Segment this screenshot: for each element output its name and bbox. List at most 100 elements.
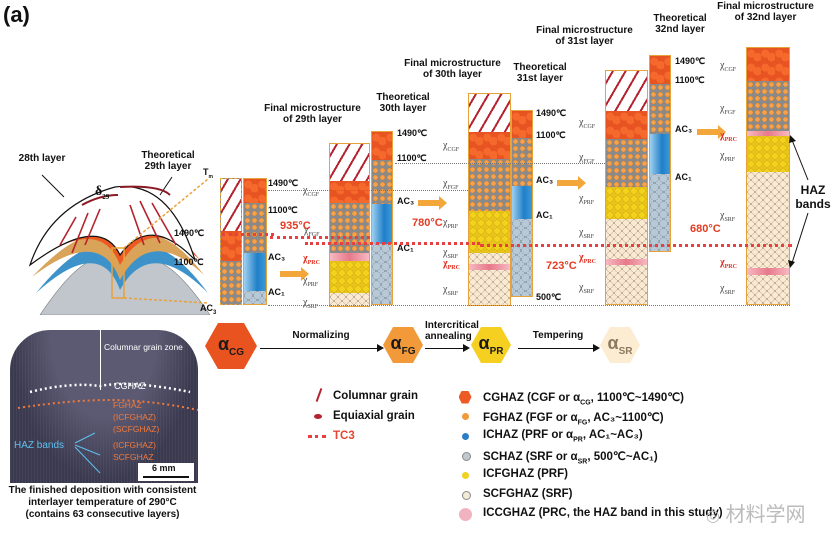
- bead-schematic: [28, 174, 211, 315]
- legend-right-label: SCHAZ (SRF or αSR, 500℃~AC₁): [483, 450, 658, 465]
- column-theoretical-31: [511, 110, 533, 297]
- column-final-30: [468, 93, 511, 306]
- f32-chi-prc2: χPRC: [720, 257, 737, 270]
- flow-step-label: Intercritical annealing: [425, 320, 479, 342]
- f31-chi-fgf: χFGF: [579, 152, 595, 165]
- flow-node-fg: αFG: [383, 327, 423, 363]
- f31-chi-srf2: χSRF: [579, 282, 595, 295]
- t30-1490: 1490℃: [397, 128, 428, 138]
- micro-haz-bands: HAZ bands: [14, 440, 65, 451]
- micro-cghaz: CGHAZ: [114, 381, 146, 391]
- f31-chi-srf: χSRF: [579, 227, 595, 240]
- f29-chi-cgf: χCGF: [303, 185, 320, 198]
- legend-right-label: ICCGHAZ (PRC, the HAZ band in this study…: [483, 507, 723, 519]
- title-final-30: Final microstructure of 30th layer: [404, 58, 501, 80]
- t32-1100: 1100℃: [675, 75, 705, 85]
- micrograph-caption: The finished deposition with consistent …: [8, 485, 197, 520]
- label-theoretical-29th-layer: Theoretical 29th layer: [141, 150, 195, 172]
- column-final-31: [605, 70, 648, 305]
- f32-chi-prc: χPRC: [720, 130, 737, 143]
- t31-ac3: AC₃: [536, 175, 554, 185]
- column-28th-zoom: [220, 178, 242, 305]
- f32-chi-srf: χSRF: [720, 210, 736, 223]
- arrow-to-final32: [697, 125, 726, 139]
- micro-columnar: Columnar grain zone: [104, 342, 183, 352]
- t31-ac1: AC₁: [536, 210, 553, 220]
- micro-fghaz: FGHAZ: [113, 400, 142, 410]
- f30-chi-prc: χPRC: [443, 258, 460, 271]
- col1-ac1: AC₁: [268, 287, 285, 297]
- f29-chi-prf: χPRF: [303, 275, 319, 288]
- haz-bands-arrows: [788, 135, 809, 268]
- f30-chi-cgf: χCGF: [443, 140, 460, 153]
- peak-723: 723°C: [546, 260, 577, 272]
- t30-ac3: AC₃: [397, 196, 415, 206]
- columnar-arrow: [100, 330, 101, 390]
- f29-chi-prc: χPRC: [303, 253, 320, 266]
- equiaxial-grain-icon: [314, 414, 322, 419]
- title-final-29: Final microstructure of 29th layer: [264, 103, 361, 125]
- ac3-bottom-label: AC3: [200, 303, 217, 316]
- t30-ac1: AC₁: [397, 243, 414, 253]
- columnar-grain-icon: [315, 388, 323, 402]
- f30-chi-srf: χSRF: [443, 247, 459, 260]
- peak-935: 935°C: [280, 220, 311, 232]
- t31-1100: 1100℃: [536, 130, 566, 140]
- title-theoretical-30: Theoretical 30th layer: [376, 92, 430, 114]
- haz-bands-label: HAZ bands: [795, 183, 831, 211]
- f30-chi-fgf: χFGF: [443, 178, 459, 191]
- legend-right-label: SCFGHAZ (SRF): [483, 487, 573, 500]
- legend-right-label: FGHAZ (FGF or αFG, AC₃~1100℃): [483, 411, 664, 426]
- column-theoretical-32: [649, 55, 671, 252]
- f32-chi-cgf: χCGF: [720, 60, 737, 73]
- ref-line-b: [395, 163, 605, 164]
- delta-symbol: δ29: [95, 184, 110, 201]
- arrow-to-final30: [418, 196, 447, 210]
- f31-chi-prf: χPRF: [579, 193, 595, 206]
- f32-chi-prf: χPRF: [720, 150, 736, 163]
- t32-ac1: AC₁: [675, 172, 692, 182]
- arrow-to-final31: [557, 176, 586, 190]
- f29-chi-fgf: χFGF: [304, 225, 320, 238]
- legend-left-label: TC3: [333, 430, 355, 442]
- micrograph: Columnar grain zone CGHAZ FGHAZ (ICFGHAZ…: [10, 330, 198, 483]
- tc3-line-1: [222, 233, 274, 236]
- legend-left-label: Equiaxial grain: [333, 410, 415, 422]
- t30-1100: 1100℃: [397, 153, 427, 163]
- icfghaz-circle-icon: [461, 471, 469, 479]
- label-1100-left: 1100℃: [174, 257, 204, 267]
- bead-zoom-box: [111, 247, 125, 299]
- flow-node-sr: αSR: [600, 327, 640, 363]
- flow-arrow-3: [518, 344, 600, 352]
- ref-line-bottom: [268, 305, 790, 306]
- ref-line-a: [268, 190, 468, 191]
- f32-chi-fgf: χFGF: [720, 103, 736, 116]
- legend-right-label: CGHAZ (CGF or αCG, 1100℃~1490℃): [483, 392, 684, 407]
- flow-arrow-1: [260, 344, 384, 352]
- tc3-dotted-line-icon: [308, 435, 326, 438]
- tm-label: Tm: [203, 167, 213, 180]
- peak-780: 780°C: [412, 217, 443, 229]
- column-final-29: [329, 143, 370, 307]
- f30-chi-srf2: χSRF: [443, 284, 459, 297]
- flow-step-label: Tempering: [532, 330, 584, 341]
- scale-bar-box: 6 mm: [138, 463, 194, 481]
- arrow-28th: [41, 174, 65, 198]
- wechat-icon: ◎: [706, 508, 720, 525]
- column-29th-theoretical-zoom: [243, 178, 267, 305]
- legend-left-label: Columnar grain: [333, 390, 418, 402]
- micro-scfghaz-1: (SCFGHAZ): [113, 424, 160, 434]
- legend-right-label: ICFGHAZ (PRF): [483, 468, 568, 480]
- scfghaz-circle-icon: [461, 491, 471, 500]
- tc3-line-2: [270, 236, 370, 239]
- micro-scfghaz-2: SCFGHAZ: [113, 452, 154, 462]
- schaz-circle-icon: [461, 452, 471, 461]
- tc3-line-3: [305, 242, 480, 245]
- t32-ac3: AC₃: [675, 124, 693, 134]
- t32-1490: 1490℃: [675, 56, 706, 66]
- title-final-31: Final microstructure of 31st layer: [536, 25, 633, 47]
- title-theoretical-31: Theoretical 31st layer: [513, 62, 567, 84]
- title-theoretical-32: Theoretical 32nd layer: [653, 13, 707, 35]
- title-final-32: Final microstructure of 32nd layer: [717, 1, 814, 23]
- f31-chi-cgf: χCGF: [579, 117, 596, 130]
